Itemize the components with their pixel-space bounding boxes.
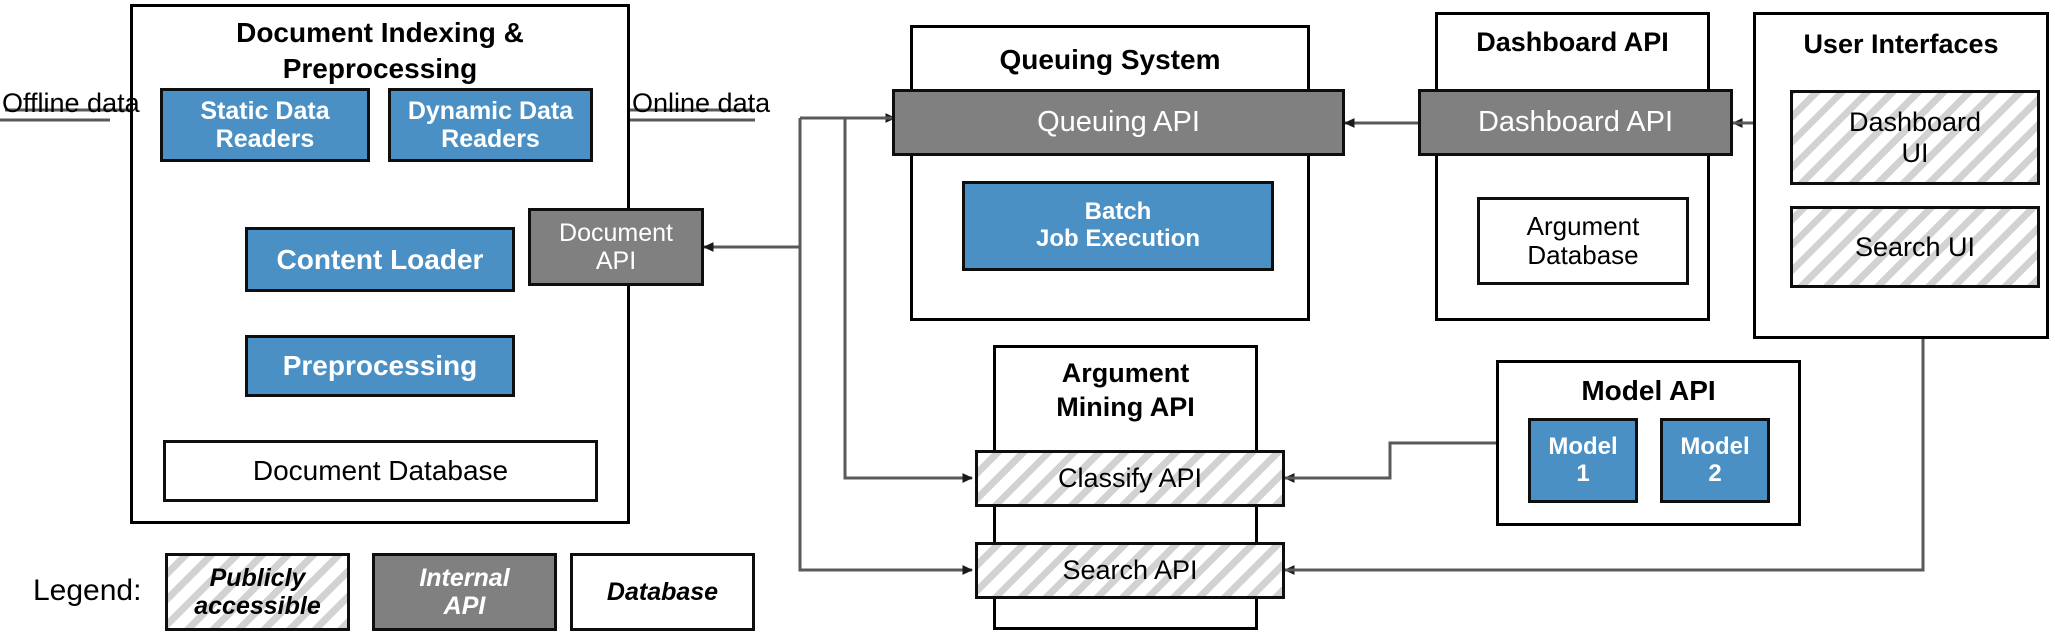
group-queuing-system: Queuing System — [910, 25, 1310, 321]
dashboard-api-label: Dashboard API — [1477, 106, 1674, 139]
node-model-2[interactable]: Model 2 — [1660, 418, 1770, 503]
batch-job-line1: Batch — [1084, 198, 1152, 226]
node-dashboard-api[interactable]: Dashboard API — [1418, 89, 1733, 156]
search-ui-label: Search UI — [1854, 231, 1976, 262]
group-title-dashboard: Dashboard API — [1476, 27, 1669, 57]
legend-item-publicly-accessible: Publicly accessible — [165, 553, 350, 631]
dashboard-ui-line1: Dashboard — [1848, 107, 1982, 138]
node-preprocessing[interactable]: Preprocessing — [245, 335, 515, 397]
document-api-line2: API — [595, 247, 637, 275]
model-2-line1: Model — [1680, 432, 1750, 460]
legend-item-database: Database — [570, 553, 755, 631]
dynamic-data-readers-line1: Dynamic Data — [407, 97, 574, 125]
group-title-argmining-line1: Argument — [1061, 358, 1190, 388]
model-1-line2: 1 — [1576, 459, 1590, 487]
legend-database-label: Database — [606, 578, 719, 606]
model-1-line1: Model — [1548, 432, 1618, 460]
legend-item-internal-api: Internal API — [372, 553, 557, 631]
legend-caption: Legend: — [33, 574, 142, 607]
group-title-indexing-line2: Preprocessing — [282, 53, 478, 84]
label-offline-data: Offline data — [2, 88, 140, 118]
search-api-label: Search API — [1062, 555, 1198, 586]
legend-internal-line2: API — [443, 592, 486, 620]
node-document-database[interactable]: Document Database — [163, 440, 598, 502]
legend-publicly-line2: accessible — [194, 592, 321, 620]
legend-internal-line1: Internal — [419, 564, 510, 592]
node-classify-api[interactable]: Classify API — [975, 450, 1285, 507]
node-static-data-readers[interactable]: Static Data Readers — [160, 88, 370, 162]
node-document-api[interactable]: Document API — [528, 208, 704, 286]
dynamic-data-readers-line2: Readers — [441, 125, 540, 153]
document-api-line1: Document — [559, 219, 673, 247]
static-data-readers-line1: Static Data — [200, 97, 330, 125]
group-title-queuing: Queuing System — [999, 44, 1221, 75]
queuing-api-label: Queuing API — [1037, 106, 1200, 139]
static-data-readers-line2: Readers — [215, 125, 315, 153]
argument-database-line2: Database — [1527, 240, 1639, 270]
content-loader-label: Content Loader — [276, 243, 484, 275]
argument-database-line1: Argument — [1526, 210, 1640, 241]
dashboard-ui-line2: UI — [1901, 137, 1929, 168]
preprocessing-label: Preprocessing — [282, 350, 478, 382]
node-search-api[interactable]: Search API — [975, 542, 1285, 599]
group-title-argmining-line2: Mining API — [1056, 392, 1195, 422]
node-dynamic-data-readers[interactable]: Dynamic Data Readers — [388, 88, 593, 162]
group-title-user-interfaces: User Interfaces — [1803, 29, 1999, 59]
node-search-ui[interactable]: Search UI — [1790, 206, 2040, 288]
document-database-label: Document Database — [252, 455, 509, 487]
group-title-model: Model API — [1581, 375, 1716, 406]
model-2-line2: 2 — [1708, 459, 1722, 487]
node-batch-job-execution[interactable]: Batch Job Execution — [962, 181, 1274, 271]
label-online-data: Online data — [632, 88, 771, 118]
classify-api-label: Classify API — [1057, 463, 1203, 494]
legend-publicly-line1: Publicly — [209, 564, 306, 592]
batch-job-line2: Job Execution — [1035, 225, 1201, 252]
node-content-loader[interactable]: Content Loader — [245, 227, 515, 292]
node-model-1[interactable]: Model 1 — [1528, 418, 1638, 503]
node-queuing-api[interactable]: Queuing API — [892, 89, 1345, 156]
group-title-indexing-line1: Document Indexing & — [236, 17, 524, 48]
node-argument-database[interactable]: Argument Database — [1477, 197, 1689, 285]
node-dashboard-ui[interactable]: Dashboard UI — [1790, 90, 2040, 185]
